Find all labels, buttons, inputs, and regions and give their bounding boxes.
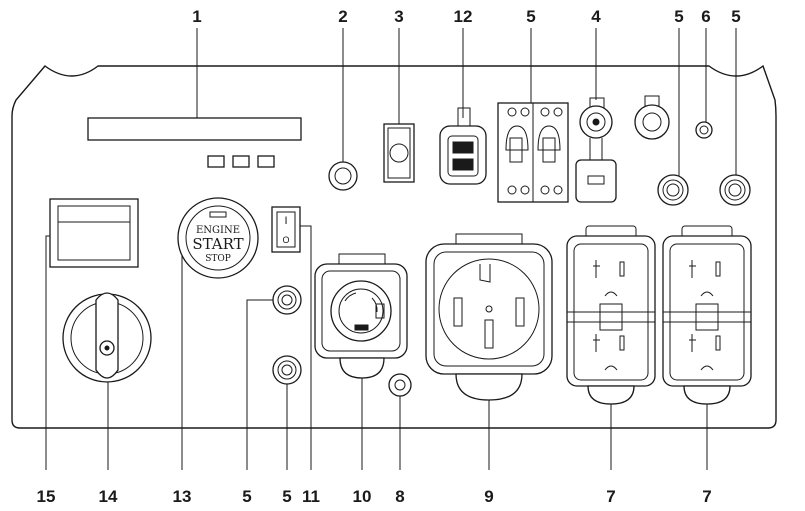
callout-6: 6	[701, 7, 710, 26]
dc-outlet[interactable]	[575, 97, 617, 203]
circuit-reset-button-cap	[334, 167, 352, 185]
duplex-outlet-2[interactable]	[662, 225, 752, 405]
callout-14: 14	[99, 487, 118, 506]
usb-port-1[interactable]	[452, 141, 474, 154]
callout-7-a: 7	[606, 487, 615, 506]
fuel-valve-knob[interactable]	[62, 292, 152, 383]
callout-5-top-c: 5	[731, 7, 740, 26]
rocker-switch[interactable]: I O	[271, 206, 301, 253]
engine-start-stop-button[interactable]: ENGINE START STOP	[177, 197, 259, 279]
circuit-breaker-left-2[interactable]	[272, 355, 302, 385]
callout-4: 4	[591, 7, 601, 26]
duplex-outlet-1[interactable]	[566, 225, 656, 405]
circuit-breaker-right-1[interactable]	[657, 174, 689, 206]
outlet-50a[interactable]	[425, 233, 553, 401]
callout-9: 9	[484, 487, 493, 506]
small-indicator-6	[695, 121, 713, 139]
circuit-reset-button[interactable]	[328, 161, 358, 191]
callout-1: 1	[192, 7, 201, 26]
stop-label: STOP	[205, 254, 231, 264]
callout-5-bottom-a: 5	[242, 487, 251, 506]
callout-10: 10	[353, 487, 372, 506]
rocker-on-mark: I	[284, 215, 287, 227]
rocker-off-mark: O	[282, 235, 289, 245]
callout-8: 8	[395, 487, 404, 506]
callout-15: 15	[37, 487, 56, 506]
indicator-light-2	[232, 155, 250, 168]
panel-outline	[11, 64, 777, 429]
battery-charge-fitting	[634, 95, 670, 140]
small-indicator-6-inner	[699, 125, 709, 135]
usb-port-2[interactable]	[452, 158, 474, 171]
callout-3: 3	[394, 7, 403, 26]
callout-11: 11	[302, 487, 320, 506]
usb-port-module	[439, 107, 487, 185]
indicator-light-3	[257, 155, 275, 168]
circuit-breaker-left-1[interactable]	[272, 285, 302, 315]
callout-2: 2	[338, 7, 347, 26]
display-window	[87, 117, 302, 141]
top-leader-lines	[196, 28, 737, 178]
fuel-gauge-window	[49, 198, 139, 268]
indicator-light-1	[207, 155, 225, 168]
callout-5-top-a: 5	[526, 7, 535, 26]
bottom-leader-lines	[45, 225, 708, 470]
callout-12: 12	[454, 7, 473, 26]
callout-7-b: 7	[702, 487, 711, 506]
start-label: START	[192, 235, 243, 253]
callout-5-top-b: 5	[674, 7, 683, 26]
circuit-breaker-right-2[interactable]	[719, 174, 751, 206]
small-switch[interactable]	[383, 123, 415, 183]
ground-terminal	[388, 373, 412, 397]
twist-lock-outlet[interactable]	[314, 253, 408, 379]
bottom-callouts: 15 14 13 5 5 11 10 8 9 7 7	[37, 487, 712, 506]
callout-13: 13	[173, 487, 192, 506]
engine-label: ENGINE	[196, 225, 240, 236]
callout-5-bottom-b: 5	[282, 487, 291, 506]
top-callouts: 1 2 3 12 5 4 5 6 5	[192, 7, 740, 26]
dual-circuit-breaker[interactable]	[497, 102, 569, 203]
